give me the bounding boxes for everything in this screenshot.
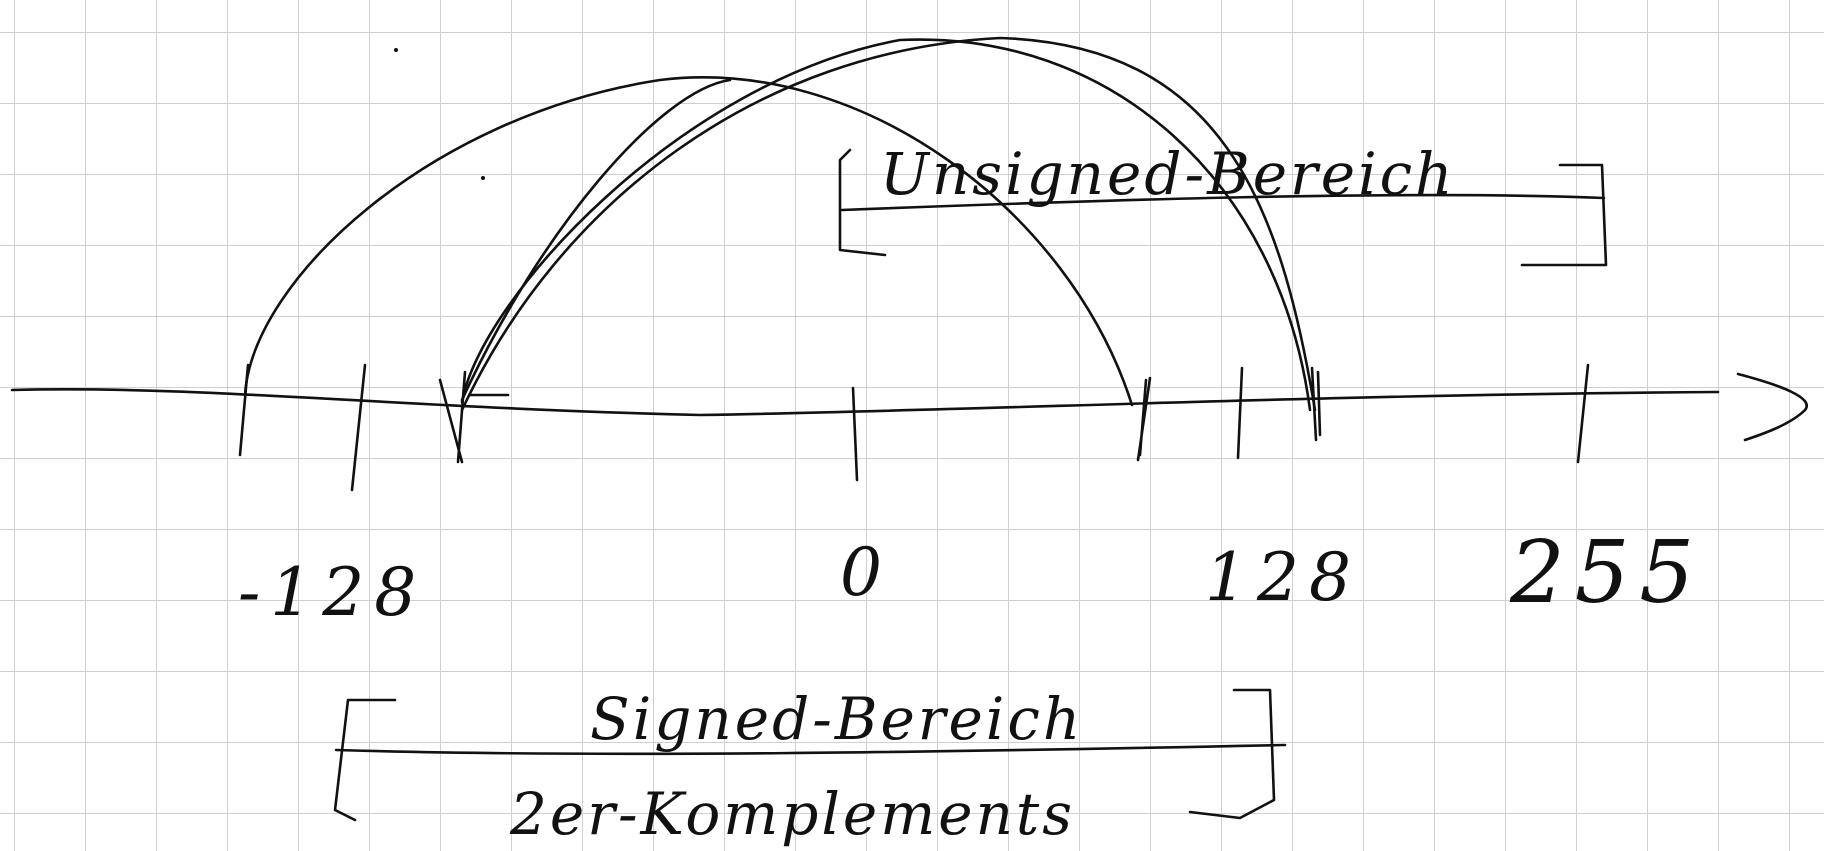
- arc-neg1-to-255-b: [460, 36, 1317, 412]
- tick-mark: [851, 386, 859, 482]
- complement-label: 2er-Komplements: [510, 780, 1075, 848]
- arc-neg128-to-128: [243, 76, 1134, 407]
- unsigned-bracket-right: [1520, 163, 1608, 267]
- tick-label-128: 128: [1205, 539, 1361, 616]
- tick-label-255: 255: [1510, 523, 1705, 623]
- number-line: [10, 388, 1720, 417]
- signed-bracket-left: [333, 698, 397, 822]
- unsigned-range-label: Unsigned-Bereich: [880, 140, 1456, 208]
- unsigned-bracket-left: [838, 148, 887, 257]
- ink-dot: [394, 48, 398, 52]
- tick-mark: [1576, 363, 1590, 464]
- arrow-head: [1736, 372, 1808, 442]
- tick-label-neg128: -128: [238, 554, 427, 631]
- tick-mark: [1136, 376, 1152, 462]
- signed-bracket-right: [1188, 688, 1276, 820]
- signed-divider: [334, 743, 1287, 756]
- signed-range-label: Signed-Bereich: [590, 685, 1084, 753]
- tick-mark: [438, 370, 510, 464]
- arc-neg1-to-255: [460, 38, 1312, 412]
- ink-dot: [481, 176, 485, 180]
- arc-inner: [460, 78, 732, 402]
- tick-label-zero: 0: [840, 534, 892, 611]
- tick-mark: [1236, 366, 1244, 460]
- unsigned-underline: [840, 193, 1606, 212]
- tick-mark: [350, 363, 367, 492]
